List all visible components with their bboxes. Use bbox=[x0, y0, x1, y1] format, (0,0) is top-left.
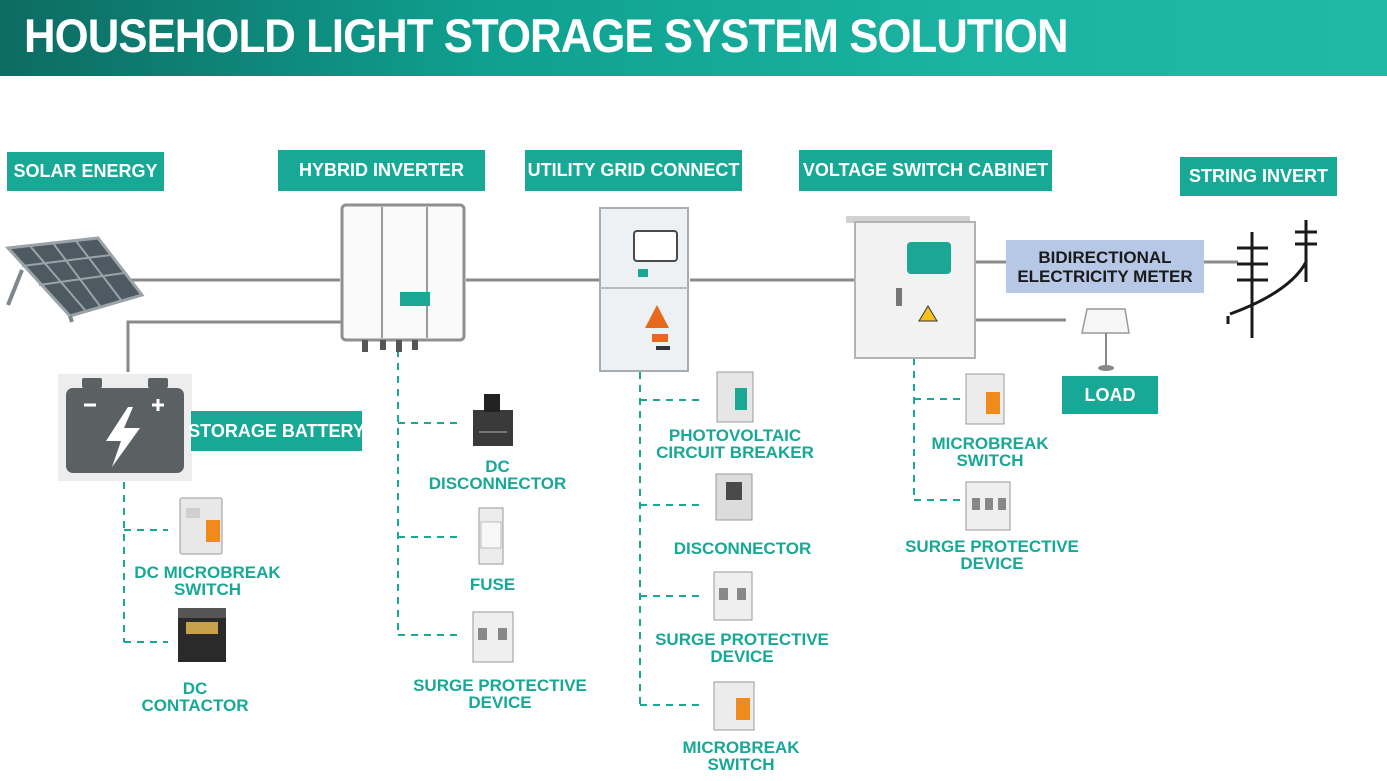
grid-spd-label: SURGE PROTECTIVE DEVICE bbox=[655, 630, 829, 666]
voltage-switch-cabinet-icon bbox=[846, 216, 976, 359]
grid-microbreak-switch-label: MICROBREAK SWITCH bbox=[682, 738, 800, 774]
electricity-meter-label: BIDIRECTIONAL ELECTRICITY METER bbox=[1006, 240, 1204, 293]
utility-pole-icon bbox=[1226, 220, 1317, 338]
meter-line-2: ELECTRICITY METER bbox=[1017, 266, 1193, 286]
title-banner: HOUSEHOLD LIGHT STORAGE SYSTEM SOLUTION bbox=[0, 0, 1387, 76]
breaker-icon bbox=[713, 681, 755, 731]
disconnector-icon bbox=[473, 394, 513, 446]
utility-grid-connect-label: UTILITY GRID CONNECT bbox=[525, 150, 742, 191]
disconnector-icon bbox=[715, 473, 753, 521]
page-title: HOUSEHOLD LIGHT STORAGE SYSTEM SOLUTION bbox=[24, 9, 1069, 62]
hybrid-inverter-icon bbox=[340, 203, 466, 352]
grid-disconnector-label: DISCONNECTOR bbox=[673, 539, 812, 558]
hybrid-inverter-label: HYBRID INVERTER bbox=[278, 150, 485, 191]
meter-line-1: BIDIRECTIONAL bbox=[1038, 247, 1172, 267]
battery-icon bbox=[58, 374, 192, 481]
spd-icon bbox=[965, 481, 1011, 531]
connection-lines bbox=[125, 260, 1238, 372]
dc-microbreak-switch-label: DC MICROBREAK SWITCH bbox=[134, 563, 281, 599]
pv-circuit-breaker-label: PHOTOVOLTAIC CIRCUIT BREAKER bbox=[656, 426, 814, 462]
dc-contactor-label: DC CONTACTOR bbox=[141, 679, 249, 715]
contactor-icon bbox=[178, 608, 226, 662]
storage-battery-label: STORAGE BATTERY bbox=[188, 411, 365, 451]
breaker-icon bbox=[716, 371, 754, 423]
fuse-icon bbox=[478, 507, 504, 565]
voltage-switch-cabinet-label: VOLTAGE SWITCH CABINET bbox=[799, 150, 1052, 191]
fuse-label: FUSE bbox=[469, 575, 516, 594]
spd-icon bbox=[472, 611, 514, 663]
solar-energy-label: SOLAR ENERGY bbox=[7, 152, 164, 191]
solar-panel-icon bbox=[4, 236, 145, 323]
breaker-icon bbox=[179, 497, 223, 555]
lamp-icon bbox=[1081, 308, 1130, 371]
spd-icon bbox=[713, 571, 753, 621]
load-label: LOAD bbox=[1062, 376, 1158, 414]
inverter-spd-label: SURGE PROTECTIVE DEVICE bbox=[413, 676, 587, 712]
cabinet-microbreak-switch-label: MICROBREAK SWITCH bbox=[931, 434, 1049, 470]
breaker-icon bbox=[965, 373, 1005, 425]
string-invert-label: STRING INVERT bbox=[1180, 157, 1337, 196]
branch-lines bbox=[123, 350, 960, 706]
cabinet-spd-label: SURGE PROTECTIVE DEVICE bbox=[905, 537, 1079, 573]
grid-connect-cabinet-icon bbox=[599, 207, 689, 372]
dc-disconnector-label: DC DISCONNECTOR bbox=[428, 457, 567, 493]
